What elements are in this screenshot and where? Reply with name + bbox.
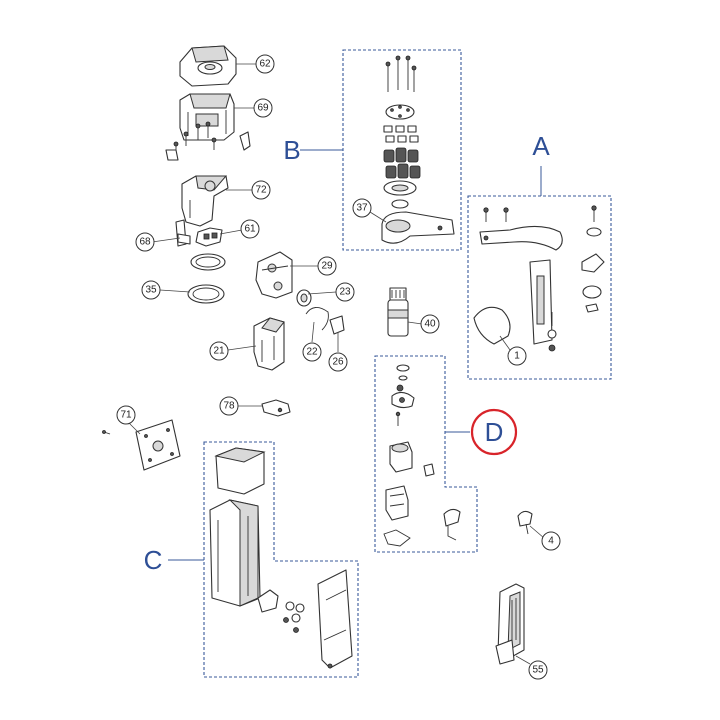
part-40-motor: [387, 287, 409, 337]
group-d-box: [374, 355, 478, 553]
svg-text:C: C: [144, 545, 163, 575]
callout-40: 40: [420, 314, 440, 334]
screws-set-top: [165, 121, 251, 161]
svg-text:37: 37: [356, 203, 368, 214]
group-letter-b: B: [283, 135, 300, 165]
part-22-spring-clip: [305, 307, 329, 331]
callout-4: 4: [541, 531, 561, 551]
callout-72: 72: [251, 180, 271, 200]
callout-71: 71: [116, 405, 136, 425]
group-letter-a: A: [532, 131, 550, 161]
part-21-gearbox: [253, 317, 285, 371]
part-72-bracket: [181, 175, 229, 227]
part-55-panel: [495, 583, 525, 665]
rings-35-and-upper: [187, 253, 226, 304]
callout-23: 23: [335, 282, 355, 302]
callout-61: 61: [240, 219, 260, 239]
svg-text:40: 40: [424, 319, 436, 330]
part-62-top-cover: [179, 45, 237, 87]
part-68-small-bracket: [175, 219, 191, 247]
group-b-parts: [381, 55, 455, 244]
callout-35: 35: [141, 280, 161, 300]
part-71-mount-plate: [102, 419, 181, 471]
svg-text:22: 22: [306, 347, 318, 358]
group-c-box: [168, 441, 359, 678]
part-23-ring: [296, 289, 312, 307]
svg-text:A: A: [532, 131, 550, 161]
leader-lines: [127, 63, 545, 665]
callout-78: 78: [219, 396, 239, 416]
svg-text:23: 23: [339, 287, 351, 298]
svg-text:1: 1: [514, 351, 520, 362]
svg-text:21: 21: [213, 346, 225, 357]
svg-text:72: 72: [255, 185, 267, 196]
callout-29: 29: [317, 256, 337, 276]
part-4-thumb-screw: [517, 510, 533, 535]
callout-69: 69: [253, 98, 273, 118]
group-b-box: [300, 49, 462, 251]
callout-22: 22: [302, 342, 322, 362]
callout-68: 68: [135, 232, 155, 252]
callout-62: 62: [255, 54, 275, 74]
svg-text:29: 29: [321, 261, 333, 272]
callout-26: 26: [328, 352, 348, 372]
group-letter-c: C: [144, 545, 163, 575]
part-29-gear-cover: [255, 251, 293, 299]
part-61-clip: [195, 227, 223, 247]
callout-21: 21: [209, 341, 229, 361]
part-78-plate: [261, 399, 291, 417]
svg-text:55: 55: [532, 665, 544, 676]
group-a-box: [467, 166, 612, 380]
part-26-small-block: [329, 315, 345, 335]
callout-55: 55: [528, 660, 548, 680]
group-c-parts: [209, 447, 353, 669]
svg-text:69: 69: [257, 103, 269, 114]
svg-text:35: 35: [145, 285, 157, 296]
svg-text:D: D: [485, 417, 504, 447]
group-letter-d: D: [470, 408, 518, 456]
group-a-parts: [473, 205, 605, 352]
group-d-parts: [383, 364, 461, 547]
svg-text:71: 71: [120, 410, 132, 421]
svg-text:4: 4: [548, 536, 554, 547]
svg-text:62: 62: [259, 59, 271, 70]
part-69-housing: [179, 93, 235, 141]
svg-text:26: 26: [332, 357, 344, 368]
callout-37: 37: [352, 198, 372, 218]
svg-text:78: 78: [223, 401, 235, 412]
svg-text:B: B: [283, 135, 300, 165]
svg-text:61: 61: [244, 224, 256, 235]
highlight-ring: [470, 408, 518, 456]
callout-1: 1: [507, 346, 527, 366]
svg-text:68: 68: [139, 237, 151, 248]
